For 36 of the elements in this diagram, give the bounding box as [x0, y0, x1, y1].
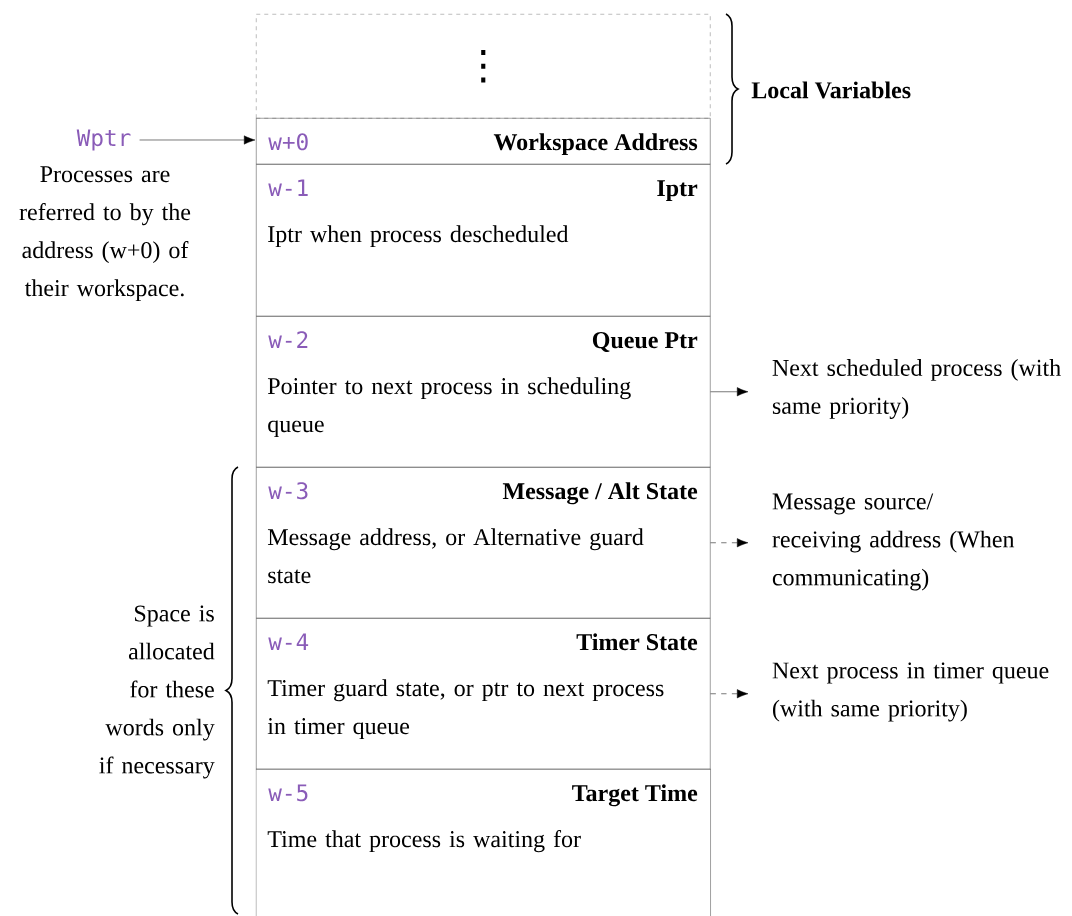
ellipsis-dots: ⋮ — [481, 50, 486, 83]
pointer-name: Wptr — [76, 129, 131, 151]
note-text: Next process in timer queue (with same priority) — [772, 662, 1049, 722]
arrow — [710, 387, 749, 397]
address-label: w-2 — [268, 331, 308, 348]
field-description: Time that process is waiting for — [267, 830, 581, 853]
brace-label: Local Variables — [751, 81, 911, 99]
field-name: Workspace Address — [493, 133, 698, 156]
address-label: w-3 — [268, 482, 308, 500]
arrow — [710, 538, 749, 548]
brace-label: Space is allocated for these words only if necessary — [99, 605, 215, 779]
address-label: w-5 — [268, 784, 308, 802]
address-label: w-1 — [268, 179, 308, 196]
address-label: w-4 — [268, 633, 309, 650]
arrow — [139, 135, 256, 145]
field-description: Message address, or Alternative guard state — [267, 528, 644, 584]
memory-cell — [256, 118, 711, 165]
field-name: Target Time — [572, 784, 698, 807]
memory-cell — [256, 316, 711, 468]
field-description: Pointer to next process in scheduling queue — [267, 377, 631, 438]
memory-cell — [256, 618, 711, 770]
note-text: Message source/ receiving address (When communicating) — [772, 493, 1015, 591]
field-name: Timer State — [576, 633, 698, 651]
memory-cell — [256, 164, 711, 317]
field-name: Queue Ptr — [592, 332, 698, 352]
arrow — [710, 689, 749, 699]
field-description: Iptr when process descheduled — [268, 225, 569, 248]
address-label: w+0 — [268, 133, 308, 151]
memory-cell — [256, 14, 711, 119]
note-text: Processes are referred to by the address (w+0) of their workspace. — [19, 166, 191, 302]
field-name: Iptr — [657, 180, 698, 202]
field-name: Message / Alt State — [502, 482, 698, 505]
memory-cell — [256, 467, 711, 619]
note-text: Next scheduled process (with same priority) — [772, 359, 1061, 419]
memory-cell — [255, 768, 711, 916]
field-description: Timer guard state, or ptr to next process in timer queue — [267, 679, 664, 740]
